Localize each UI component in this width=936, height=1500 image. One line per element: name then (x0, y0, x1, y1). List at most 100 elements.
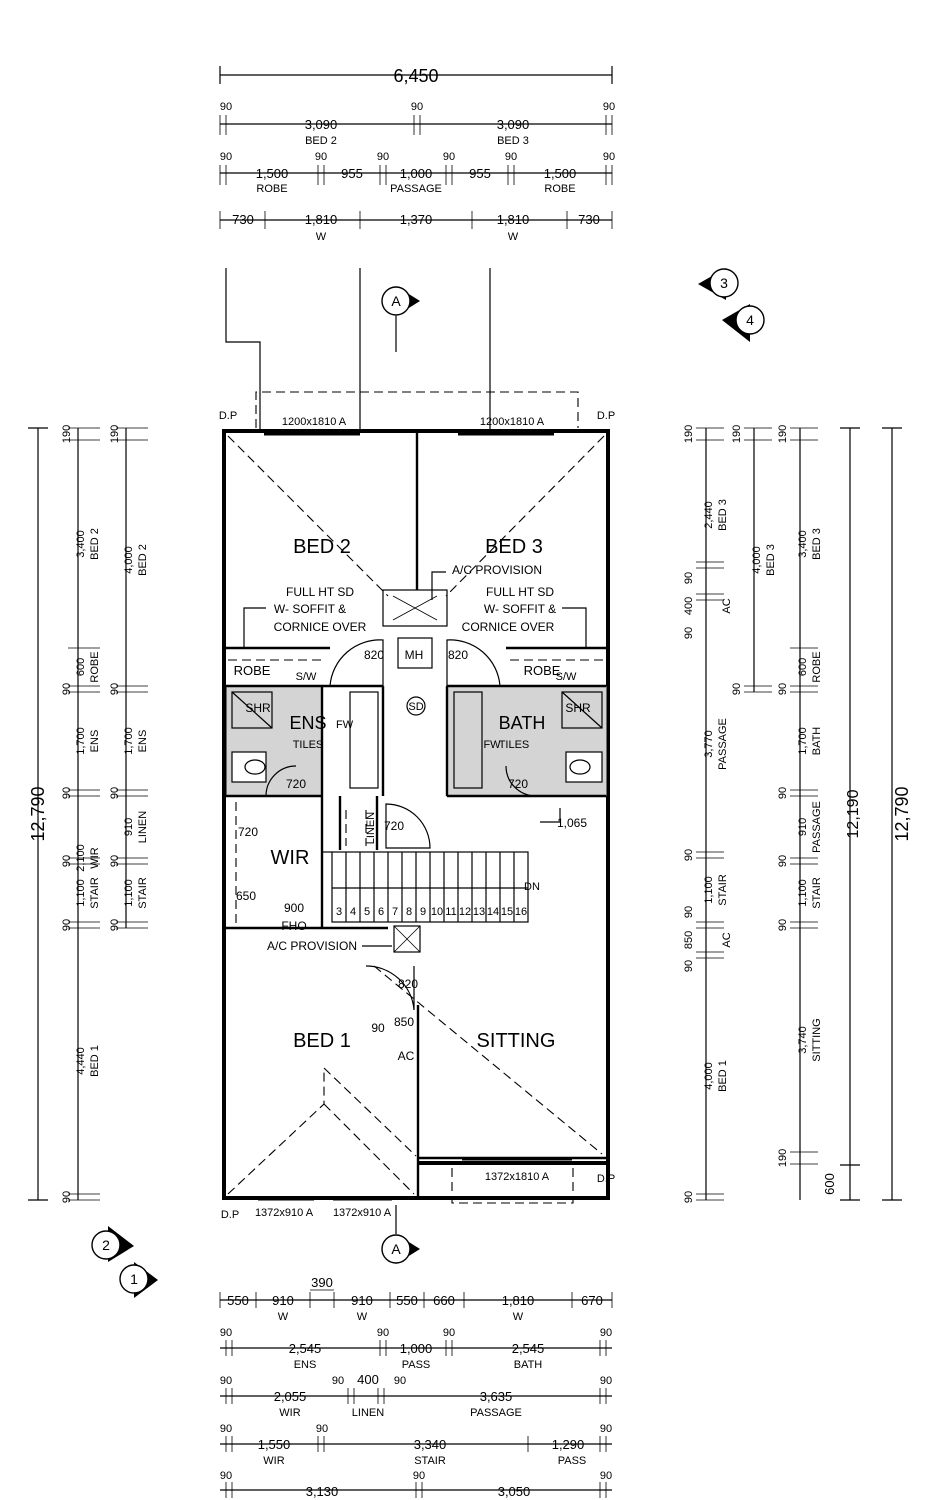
stair-step: 9 (420, 906, 426, 918)
dim-text: 2,100 (75, 844, 87, 872)
dim-text: 730 (578, 212, 600, 227)
dim-text: 3,130 (306, 1484, 339, 1499)
sd-note-left: W- SOFFIT & (274, 602, 346, 616)
stair-step: 12 (459, 906, 471, 918)
dim-label: BATH (514, 1359, 543, 1371)
dim-label: PASS (558, 1455, 587, 1467)
fho-label: FHO (281, 919, 306, 933)
right-overall-dim-2: 12,190 (845, 789, 862, 838)
dim-text: 90 (61, 919, 73, 931)
dim-text: 600 (797, 658, 809, 676)
dim-text: 600 (75, 658, 87, 676)
dim-text: 850 (683, 931, 695, 949)
ac-provision-note: A/C PROVISION (452, 563, 542, 577)
room-robe-right: ROBE (524, 663, 561, 678)
sd-note-left: CORNICE OVER (274, 620, 367, 634)
dim-text: 190 (777, 425, 789, 443)
room-wir: WIR (271, 847, 310, 869)
section-marker-a-top: A (381, 286, 420, 316)
dim-label: W (278, 1311, 289, 1323)
dim-text: 90 (683, 572, 695, 584)
dim-text: 90 (220, 1423, 232, 1435)
tiles-label: TILES (293, 739, 324, 751)
dim-text: 1,100 (797, 879, 809, 907)
door-width: 820 (448, 648, 468, 662)
bottom-dimensions: 550 910 390 910 550 660 1,810 670 W W W … (219, 1275, 613, 1499)
dim-label: BED 2 (305, 135, 337, 147)
sd-note-right: FULL HT SD (486, 585, 554, 599)
dim-text: 4,000 (751, 546, 763, 574)
dim-label: ENS (137, 730, 149, 753)
dim-label: LINEN (137, 811, 149, 843)
shower-label: SHR (245, 701, 271, 715)
dim-text: 955 (341, 166, 363, 181)
room-bed-3: BED 3 (485, 536, 543, 558)
dim-text: 730 (232, 212, 254, 227)
dim-text: 400 (357, 1372, 379, 1387)
right-overall-dim: 12,790 (892, 786, 912, 841)
dp-label: D.P (597, 410, 615, 422)
dim-text: 190 (777, 1149, 789, 1167)
window-label: 1200x1810 A (282, 416, 347, 428)
dim-text: 90 (377, 1327, 389, 1339)
dim-text: 90 (109, 683, 121, 695)
dim-text: 2,440 (703, 501, 715, 529)
stair-step: 8 (406, 906, 412, 918)
section-marker-a-bottom: A (381, 1205, 420, 1264)
dim-text: 3,400 (797, 530, 809, 558)
windows (258, 432, 572, 1201)
dim-text: 4,000 (703, 1062, 715, 1090)
dim-text: 1,700 (123, 727, 135, 755)
dim-label: ROBE (256, 183, 287, 195)
dim-label: PASSAGE (390, 183, 442, 195)
door-width: 720 (286, 777, 306, 791)
wet-fixtures (231, 691, 603, 797)
smoke-detector-label: SD (408, 701, 423, 713)
dim-text: 600 (822, 1173, 837, 1195)
dim-text: 90 (220, 1375, 232, 1387)
dim-text: 90 (394, 1375, 406, 1387)
dim-text: 910 (272, 1293, 294, 1308)
dim-label: BED 3 (717, 499, 729, 531)
dim-text: 90 (109, 855, 121, 867)
dim-label: WIR (89, 847, 101, 868)
dim-text: 1,370 (400, 212, 433, 227)
dim-text: 2,545 (512, 1341, 545, 1356)
room-bed-2: BED 2 (293, 536, 351, 558)
dim-text: 90 (61, 1191, 73, 1203)
dim-text: 1,100 (75, 879, 87, 907)
stair-step: 15 (501, 906, 513, 918)
dim-text: 90 (443, 151, 455, 163)
dim-text: 90 (683, 627, 695, 639)
stair-down-label: DN (524, 881, 540, 893)
top-overall-dim: 6,450 (393, 66, 438, 86)
left-dimensions: 12,790 190 3,400 600 90 1,700 90 2,100 9… (28, 425, 149, 1203)
stair-step: 14 (487, 906, 499, 918)
dim-label: W (508, 231, 519, 243)
dim-text: 3,770 (703, 730, 715, 758)
marker-label: 2 (102, 1237, 110, 1253)
sw-label: S/W (296, 671, 317, 683)
room-bath: BATH (499, 713, 546, 733)
stair-step: 7 (392, 906, 398, 918)
dim-label: STAIR (89, 877, 101, 909)
room-bed-1: BED 1 (293, 1030, 351, 1052)
stair-step: 6 (378, 906, 384, 918)
dim-label: WIR (279, 1407, 300, 1419)
dim-text: 190 (683, 425, 695, 443)
dim-label: W (316, 231, 327, 243)
dim-label: ENS (89, 730, 101, 753)
dim-text: 1,810 (305, 212, 338, 227)
dim-text: 1,550 (258, 1437, 291, 1452)
dim-text: 90 (61, 855, 73, 867)
dim-text: 3,340 (414, 1437, 447, 1452)
stair-step: 10 (431, 906, 443, 918)
dim-text: 90 (683, 1191, 695, 1203)
elevation-marker-3-4: 3 4 (698, 268, 765, 342)
dim-text: 90 (315, 151, 327, 163)
dim-text: 90 (600, 1327, 612, 1339)
dim-text: 720 (238, 825, 258, 839)
dim-text: 1,100 (703, 876, 715, 904)
dim-text: 3,050 (498, 1484, 531, 1499)
left-overall-dim: 12,790 (28, 786, 48, 841)
